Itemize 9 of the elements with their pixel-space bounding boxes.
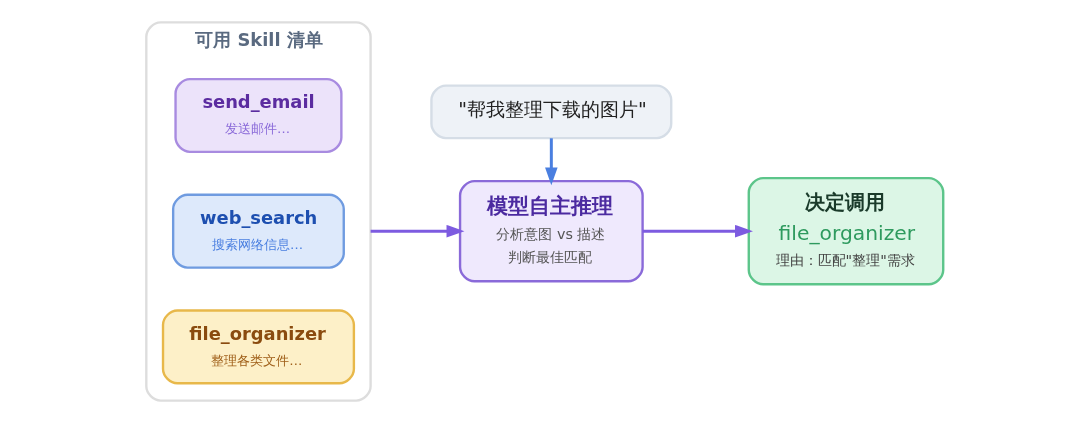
node-box: file_organizer 整理各类文件…	[161, 309, 356, 385]
arrow	[642, 224, 753, 238]
node-box: web_search 搜索网络信息…	[171, 193, 345, 269]
arrow	[370, 224, 465, 238]
arrow	[545, 138, 558, 186]
node-box: 模型自主推理 分析意图 vs 描述 判断最佳匹配	[458, 179, 644, 283]
node-box: "帮我整理下载的图片"	[430, 84, 673, 140]
node-box: 决定调用 file_organizer 理由：匹配"整理"需求	[747, 176, 945, 286]
node-box: send_email 发送邮件…	[174, 77, 343, 154]
